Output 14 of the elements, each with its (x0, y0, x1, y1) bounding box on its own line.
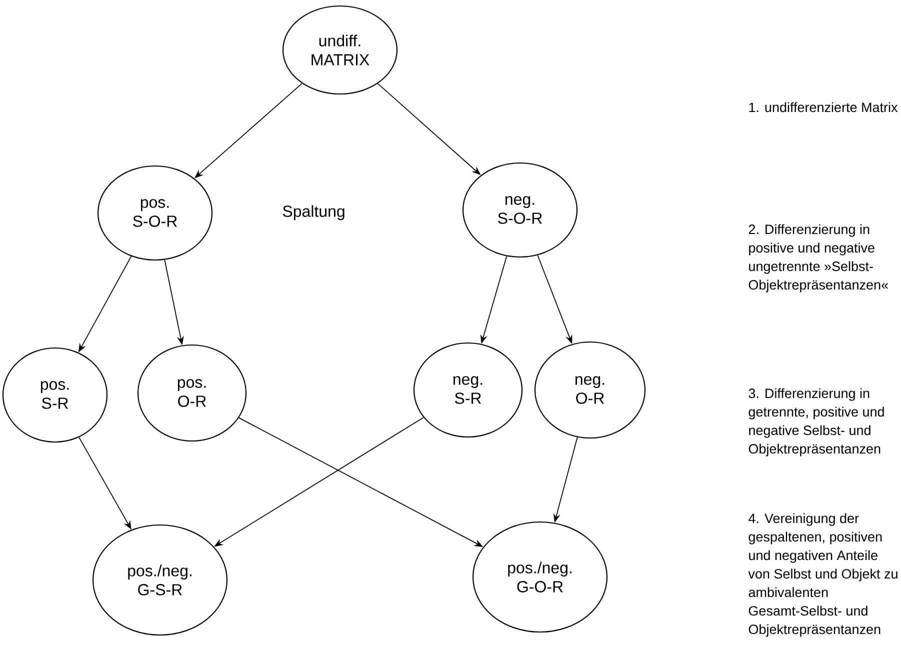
ellipse-node: pos. O-R (137, 344, 247, 442)
ellipse-node: pos. S-R (2, 347, 108, 443)
ellipse-node: pos./neg. G-O-R (472, 521, 608, 633)
ellipse-node: undiff. MATRIX (282, 5, 398, 95)
ellipse-node: pos. S-O-R (97, 165, 213, 261)
ellipse-node: neg. S-R (413, 342, 523, 438)
stage-description: 4. Vereinigung der gespaltenen, positiven und negativen Anteile von Selbst und Objekt zu ambivalenten Gesamt-Selbst- und Objektrepräsentanzen (748, 513, 898, 637)
ellipse-node: pos./neg. G-S-R (92, 524, 228, 636)
ellipse-node: neg. S-O-R (462, 162, 578, 258)
stage-description: 1. undifferenzierte Matrix (749, 102, 898, 112)
split-label: Spaltung (282, 205, 344, 220)
ellipse-node: neg. O-R (534, 341, 646, 439)
stage-description: 2. Differenzierung in positive und negative ungetrennte »Selbst-Objektrepräsentanzen« (748, 224, 888, 292)
stage-description: 3. Differenzierung in getrennte, positive und negative Selbst- und Objektrepräsentanzen (748, 388, 884, 456)
